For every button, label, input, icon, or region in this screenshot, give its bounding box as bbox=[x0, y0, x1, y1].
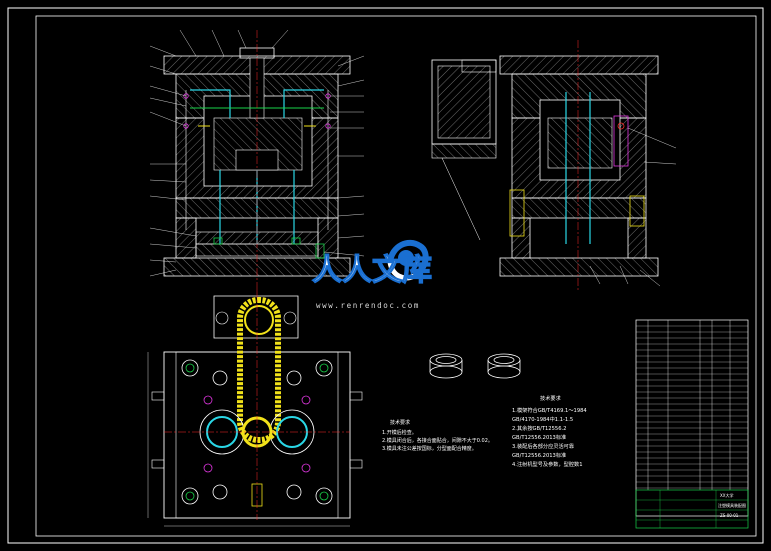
watermark-logo-icon bbox=[387, 239, 429, 281]
parts-list-table bbox=[635, 319, 749, 517]
technical-requirements: 技术要求 1.模架符合GB/T4169.1～1984 GB/4170-1984中… bbox=[512, 394, 587, 468]
small-note-item: 3.模具未注公差按国标，分型面配合精度。 bbox=[382, 445, 477, 452]
title-block-drawing-no: ZS-00-01 bbox=[720, 513, 739, 518]
tech-req-item: GB/4170-1984中1.1-1.5 bbox=[512, 415, 573, 423]
watermark-text: 人人文库 bbox=[312, 253, 432, 288]
watermark-url: www.renrendoc.com bbox=[316, 301, 420, 310]
small-note-item: 1.开模后检查。 bbox=[382, 429, 417, 436]
title-block-school: XX大学 bbox=[720, 492, 733, 498]
side-section-view bbox=[431, 40, 677, 290]
tech-req-item: 2.其余按GB/T12556.2 bbox=[512, 424, 566, 432]
tech-req-item: GB/T12556.2013标准 bbox=[512, 433, 566, 441]
watermark: 人人文库 www.renrendoc.com bbox=[311, 239, 433, 310]
tech-req-item: GB/T12556.2013标准 bbox=[512, 451, 566, 459]
front-section-view bbox=[149, 29, 365, 290]
plan-view bbox=[147, 290, 363, 527]
tech-req-item: 3.装配后各部分应灵活可靠 bbox=[512, 442, 574, 450]
drawing-inner-frame bbox=[35, 15, 757, 537]
title-block: XX大学 注塑模具装配图 ZS-00-01 bbox=[635, 489, 749, 529]
tech-req-title: 技术要求 bbox=[540, 394, 562, 402]
part-previews bbox=[429, 353, 521, 379]
drawing-border bbox=[7, 7, 764, 544]
tech-req-item: 4.注射机型号及参数，型腔数1 bbox=[512, 460, 583, 468]
small-notes: 技术要求 1.开模后检查。 2.模具闭合后，各接合面贴合，间隙不大于0.02。 … bbox=[382, 419, 493, 452]
tech-req-item: 1.模架符合GB/T4169.1～1984 bbox=[512, 406, 587, 414]
small-note-item: 2.模具闭合后，各接合面贴合，间隙不大于0.02。 bbox=[382, 437, 493, 444]
small-notes-title: 技术要求 bbox=[390, 419, 410, 426]
title-block-drawing-name: 注塑模具装配图 bbox=[718, 502, 746, 508]
